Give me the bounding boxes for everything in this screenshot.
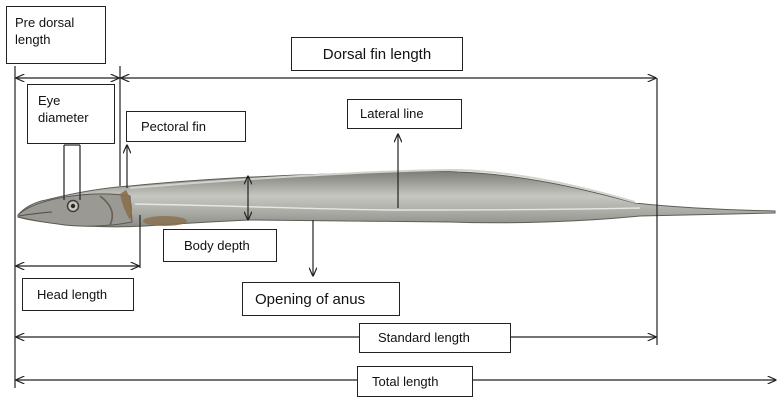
lateral-line-label: Lateral line [347,99,462,129]
pectoral-fin-label: Pectoral fin [126,111,246,142]
head-length-label: Head length [22,278,134,311]
dorsal-fin-length-label: Dorsal fin length [291,37,463,71]
anal-region [143,216,187,226]
total-length-label: Total length [357,366,473,397]
standard-length-label: Standard length [359,323,511,353]
fish-specimen [18,170,775,227]
pre-dorsal-length-label: Pre dorsal length [6,6,106,64]
eye-diameter-label: Eye diameter [27,84,115,144]
opening-of-anus-label: Opening of anus [242,282,400,316]
body-depth-label: Body depth [163,229,277,262]
